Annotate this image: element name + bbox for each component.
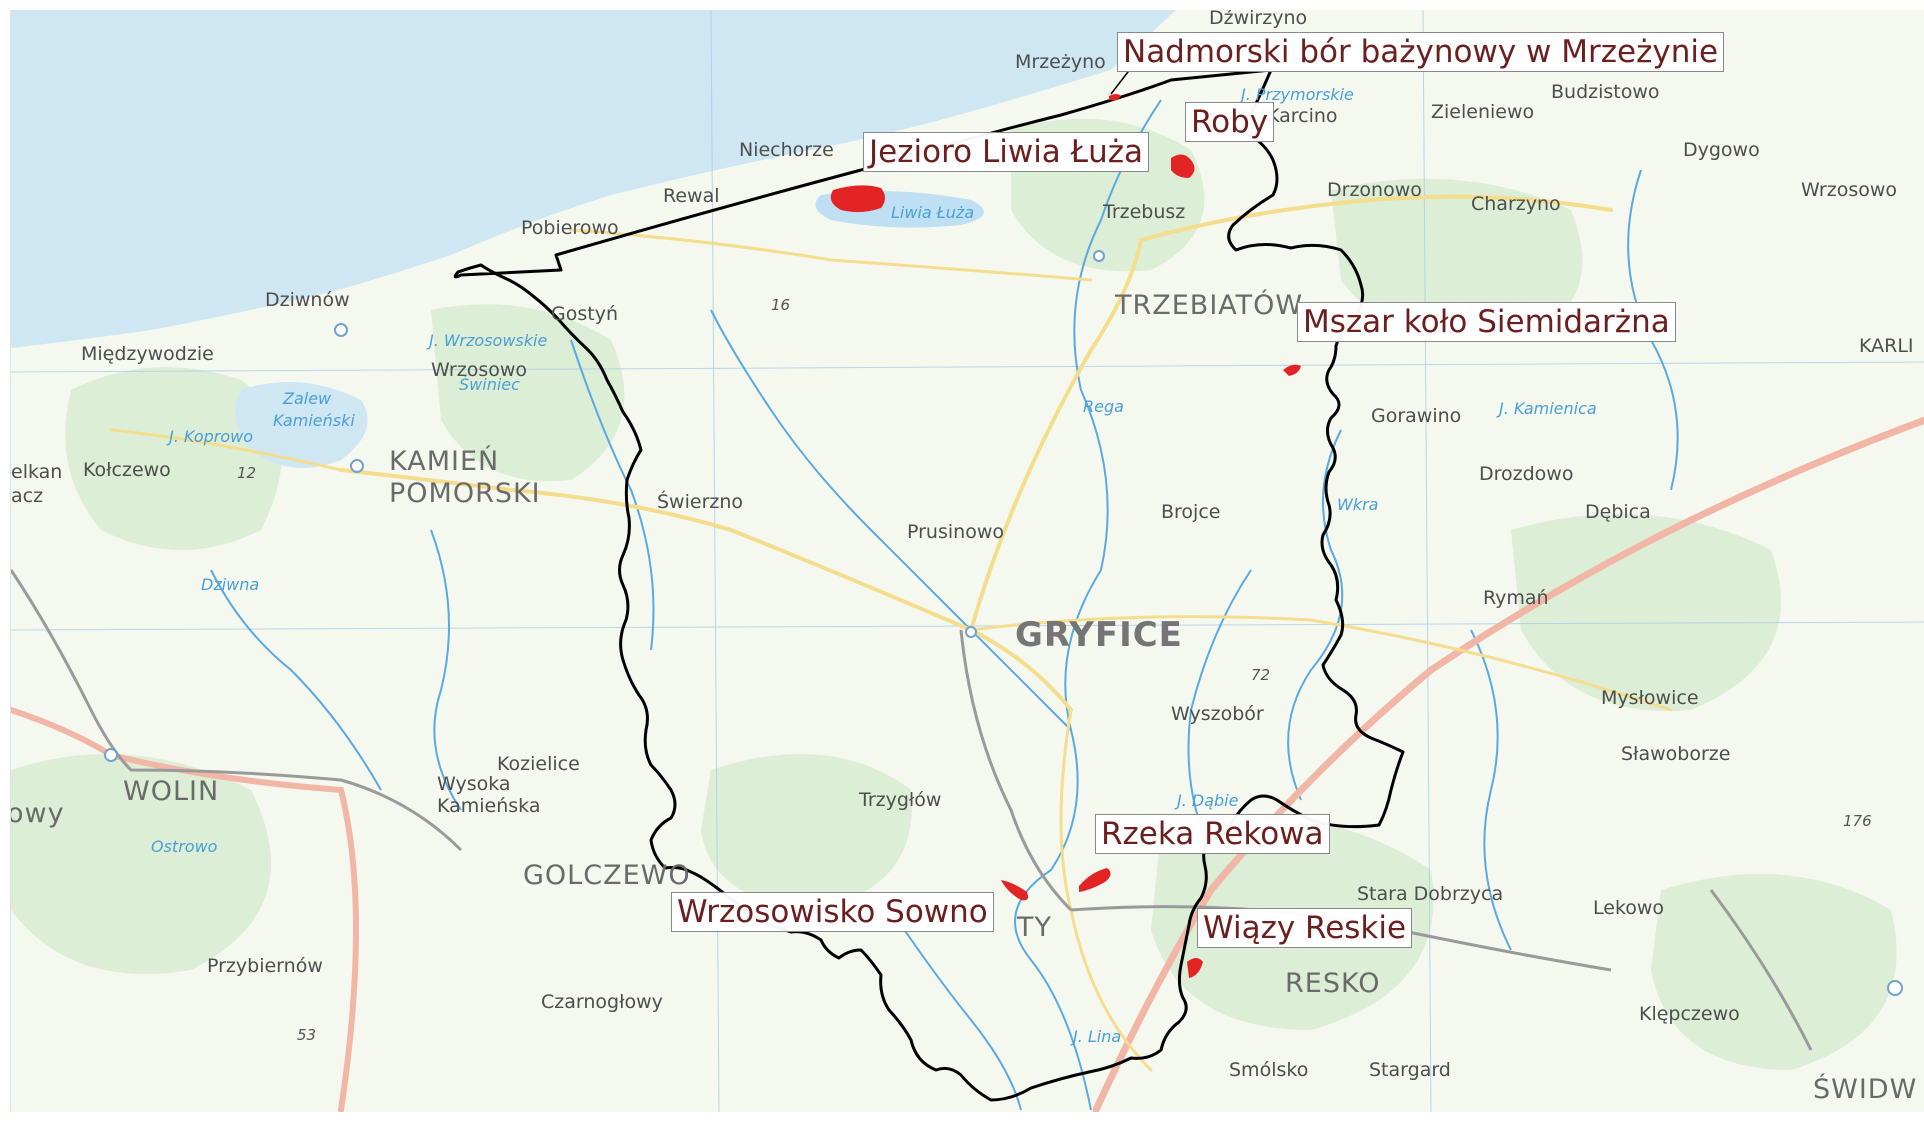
town-label: Prusinowo [907, 521, 1004, 543]
area-liwia-luza [830, 185, 885, 213]
water-label: J. Kamienica [1496, 399, 1597, 418]
town-label: GRYFICE [1015, 615, 1183, 655]
site-label-sowno: Wrzosowisko Sowno [671, 892, 994, 932]
town-label: Mysłowice [1601, 687, 1699, 709]
town-label: Rymań [1483, 587, 1549, 609]
water-label: J. Dąbie [1174, 791, 1239, 810]
road-number: 72 [1251, 666, 1270, 684]
town-label: Gorawino [1371, 405, 1461, 427]
county-boundary [453, 68, 1405, 1102]
town-label: Wrzosowo [431, 359, 527, 381]
road-number: 176 [1843, 812, 1872, 830]
town-label: RESKO [1285, 968, 1380, 999]
site-label-wiazy: Wiązy Reskie [1197, 908, 1413, 948]
baltic-sea [11, 10, 1176, 348]
town-label: Mrzeżyno [1015, 51, 1106, 73]
town-label: Trzebusz [1102, 201, 1185, 223]
town-label: Stargard [1369, 1059, 1451, 1081]
town-label: Dźwirzyno [1209, 10, 1307, 29]
town-label: Kołczewo [83, 459, 171, 481]
town-label: Wysoka [437, 773, 511, 795]
town-label: Karcino [1267, 105, 1338, 127]
area-sowno [1001, 880, 1029, 901]
water-label: Dziwna [201, 575, 259, 594]
town-label: owy [11, 798, 65, 829]
town-label: Gostyń [551, 303, 618, 325]
town-label: Wyszobór [1171, 703, 1264, 725]
town-label: Drozdowo [1479, 463, 1573, 485]
town-label: Trzygłów [858, 789, 941, 811]
forest-areas [11, 118, 1897, 1070]
road-numbers: 16 12 72 53 176 [237, 296, 1872, 1044]
water-label: Liwia Łuża [891, 203, 974, 222]
town-label: GOLCZEWO [523, 860, 691, 891]
site-label-liwia-luza: Jezioro Liwia Łuża [863, 132, 1149, 172]
town-label: Międzywodzie [81, 343, 214, 365]
town-label: Sławoborze [1621, 743, 1730, 765]
town-label: Klępczewo [1639, 1003, 1740, 1025]
town-label: Smólsko [1229, 1059, 1308, 1081]
town-label: Brojce [1161, 501, 1220, 523]
area-roby [1171, 154, 1195, 178]
town-label: Kozielice [497, 753, 580, 775]
protected-areas [830, 94, 1301, 978]
water-label: Zalew [282, 389, 332, 408]
town-labels: Dźwirzyno Mrzeżyno Budzistowo Karcino Zi… [11, 10, 1917, 1105]
town-label: POMORSKI [389, 478, 541, 509]
town-label: Zieleniewo [1431, 101, 1534, 123]
area-mszar [1283, 364, 1301, 376]
area-rzeka-rekowa [1079, 868, 1111, 892]
map-canvas[interactable]: Liwia Łuża J. Wrzosowskie Zalew Kamieńsk… [11, 10, 1924, 1112]
town-label: TY [1016, 912, 1052, 943]
town-label: Lekowo [1593, 897, 1664, 919]
town-label: Świerzno [657, 489, 743, 513]
town-label: Stara Dobrzyca [1357, 883, 1503, 905]
town-markers [104, 250, 1903, 996]
water-label: J. Przymorskie [1238, 85, 1354, 104]
town-label: elkan [11, 461, 62, 483]
town-label: KARLI [1859, 335, 1914, 357]
town-label: Drzonowo [1327, 179, 1422, 201]
water-labels: Liwia Łuża J. Wrzosowskie Zalew Kamieńsk… [151, 85, 1597, 1046]
site-label-rzeka-rekowa: Rzeka Rekowa [1095, 814, 1330, 854]
zalew-kamienski [235, 382, 368, 468]
water-label: Rega [1083, 397, 1124, 416]
road-number: 16 [771, 296, 790, 314]
main-roads [11, 194, 1924, 1112]
map-frame[interactable]: Liwia Łuża J. Wrzosowskie Zalew Kamieńsk… [10, 10, 1924, 1112]
town-label: Pobierowo [521, 217, 619, 239]
town-label: Wrzosowo [1801, 179, 1897, 201]
town-label: Przybiernów [207, 955, 323, 977]
site-label-mszar: Mszar koło Siemidarżna [1297, 302, 1676, 342]
town-label: TRZEBIATÓW [1114, 289, 1303, 321]
water-label: Wkra [1337, 495, 1378, 514]
town-label: Dygowo [1683, 139, 1760, 161]
town-label: Dębica [1585, 501, 1651, 523]
town-label: Charzyno [1471, 193, 1561, 215]
town-label: Dziwnów [265, 289, 350, 311]
town-label: Rewal [663, 185, 720, 207]
town-label: WOLIN [123, 776, 219, 807]
road-number: 12 [237, 464, 256, 482]
site-label-roby: Roby [1185, 102, 1275, 142]
town-label: Kamieńska [437, 795, 541, 817]
town-label: Niechorze [739, 139, 834, 161]
water-label: J. Koprowo [166, 427, 253, 446]
water-label: Kamieński [273, 411, 355, 430]
town-label: KAMIEŃ [389, 445, 499, 477]
water-label: Ostrowo [151, 837, 218, 856]
town-label: Budzistowo [1551, 81, 1660, 103]
road-number: 53 [297, 1026, 316, 1044]
area-wiazy [1187, 958, 1203, 978]
site-label-mrzezyno: Nadmorski bór bażynowy w Mrzeżynie [1117, 32, 1725, 72]
town-label: Czarnogłowy [541, 991, 663, 1013]
water-label: J. Wrzosowskie [426, 331, 547, 350]
town-label: acz [11, 485, 43, 507]
water-label: Świniec [459, 375, 520, 394]
water-label: J. Lina [1070, 1027, 1121, 1046]
town-label: ŚWIDW [1813, 1073, 1917, 1105]
area-mrzezyno [1109, 94, 1121, 101]
leader-lines [1110, 67, 1132, 95]
